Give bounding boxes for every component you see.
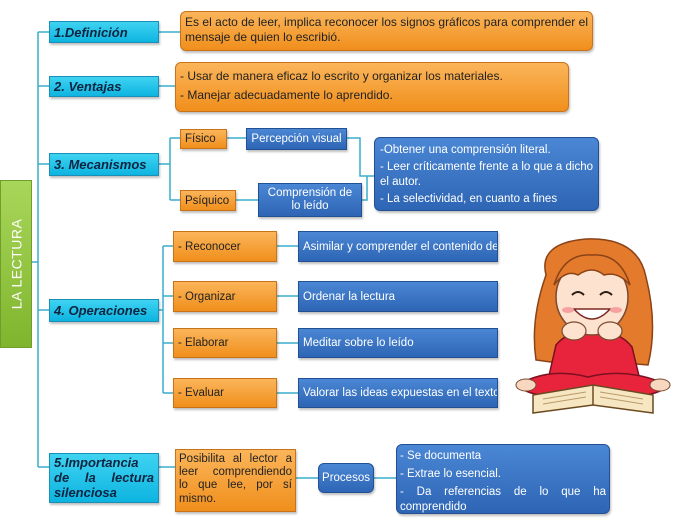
operacion-elaborar: - Elaborar: [173, 328, 277, 358]
operacion-name: - Reconocer: [178, 240, 241, 253]
operacion-evaluar-detail: Valorar las ideas expuestas en el texto: [298, 378, 498, 408]
root-node: LA LECTURA: [0, 180, 32, 348]
operacion-organizar-detail: Ordenar la lectura: [298, 281, 498, 312]
category-importancia: 5.Importancia de la lectura silenciosa: [49, 453, 159, 503]
operacion-elaborar-detail: Meditar sobre lo leído: [298, 328, 498, 358]
mecanismo-psiquico: Psíquico: [180, 190, 236, 211]
procesos-items-box: - Se documenta - Extrae lo esencial. - D…: [396, 444, 610, 514]
importancia-box: Posibilita al lector a leer comprendiend…: [175, 449, 296, 512]
category-operaciones-label: 4. Operaciones: [54, 303, 148, 318]
ventajas-box: - Usar de manera eficaz lo escrito y org…: [175, 62, 569, 112]
definicion-box: Es el acto de leer, implica reconocer lo…: [180, 11, 593, 51]
definicion-text: Es el acto de leer, implica reconocer lo…: [185, 15, 588, 44]
mecanismo-fisico-label: Físico: [185, 133, 216, 145]
importancia-text: Posibilita al lector a leer comprendiend…: [179, 453, 292, 505]
category-definicion: 1.Definición: [49, 21, 159, 43]
operacion-detail: Meditar sobre lo leído: [303, 337, 414, 349]
fisico-detail-box: Percepción visual: [246, 128, 347, 150]
operacion-name: - Evaluar: [178, 387, 225, 399]
operacion-evaluar: - Evaluar: [173, 378, 277, 408]
operacion-organizar: - Organizar: [173, 281, 277, 312]
procesos-item: - Extrae lo esencial.: [400, 467, 501, 480]
psiquico-detail-box: Comprensión de lo leído: [258, 183, 362, 217]
mecanismo-psiquico-label: Psíquico: [185, 194, 230, 207]
category-operaciones: 4. Operaciones: [49, 299, 159, 322]
operacion-detail: Valorar las ideas expuestas en el texto: [303, 387, 498, 399]
procesos-item: - Se documenta: [400, 450, 482, 462]
mecanismos-results-box: -Obtener una comprensión literal. - Leer…: [374, 137, 599, 211]
procesos-label: Procesos: [322, 472, 370, 484]
ventajas-item: - Manejar adecuadamente lo aprendido.: [180, 87, 393, 102]
operacion-reconocer: - Reconocer: [173, 231, 277, 262]
category-mecanismos: 3. Mecanismos: [49, 153, 159, 176]
operacion-reconocer-detail: Asimilar y comprender el contenido de: [298, 231, 498, 262]
operacion-name: - Organizar: [178, 290, 236, 303]
procesos-item: - Da referencias de lo que ha comprendid…: [400, 485, 606, 513]
ventajas-item: - Usar de manera eficaz lo escrito y org…: [180, 69, 503, 83]
fisico-detail-text: Percepción visual: [251, 133, 342, 145]
mecanismos-result: -Obtener una comprensión literal.: [380, 144, 551, 156]
root-label: LA LECTURA: [8, 218, 24, 310]
category-definicion-label: 1.Definición: [54, 24, 128, 40]
operacion-detail: Asimilar y comprender el contenido de: [303, 240, 498, 253]
category-ventajas-label: 2. Ventajas: [54, 79, 122, 94]
operacion-name: - Elaborar: [178, 337, 229, 349]
category-importancia-label: 5.Importancia de la lectura silenciosa: [54, 455, 154, 500]
operacion-detail: Ordenar la lectura: [303, 290, 396, 303]
category-mecanismos-label: 3. Mecanismos: [54, 157, 147, 172]
category-ventajas: 2. Ventajas: [49, 76, 159, 97]
mecanismo-fisico: Físico: [180, 129, 227, 149]
procesos-box: Procesos: [318, 463, 374, 493]
psiquico-detail-text: Comprensión de lo leído: [267, 186, 353, 212]
mecanismos-result: - La selectividad, en cuanto a fines: [380, 193, 558, 206]
mecanismos-result: - Leer críticamente frente a lo que a di…: [380, 161, 593, 188]
girl-reading-illustration: [515, 238, 671, 414]
